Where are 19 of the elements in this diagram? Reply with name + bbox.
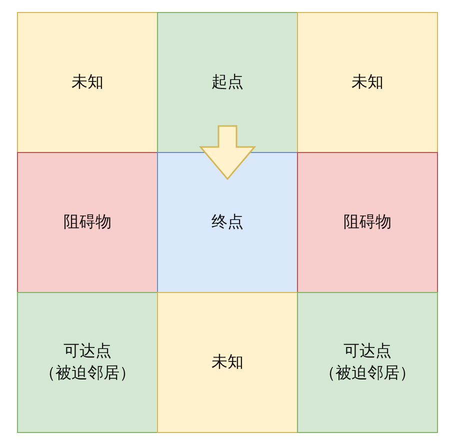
grid-cell [157,12,298,153]
cell-label: 起点 [212,72,244,92]
cell-label: 阻碍物 [64,212,112,232]
cell-label: 未知 [212,352,244,372]
cell-label: 终点 [212,212,244,232]
cell-label: 可达点（被迫邻居） [38,342,136,384]
grid-cell [17,12,158,153]
grid-cell [297,12,438,153]
cell-label: 未知 [72,72,104,92]
grid-cell [17,152,158,293]
grid-cell [157,292,298,433]
cell-label: 未知 [352,72,384,92]
grid-cell [297,292,438,433]
cell-label: 阻碍物 [344,212,392,232]
cell-label: 可达点（被迫邻居） [318,342,416,384]
grid-cell [17,292,158,433]
block-arrow [198,125,256,180]
grid-cell [157,152,298,293]
grid-cell [297,152,438,293]
